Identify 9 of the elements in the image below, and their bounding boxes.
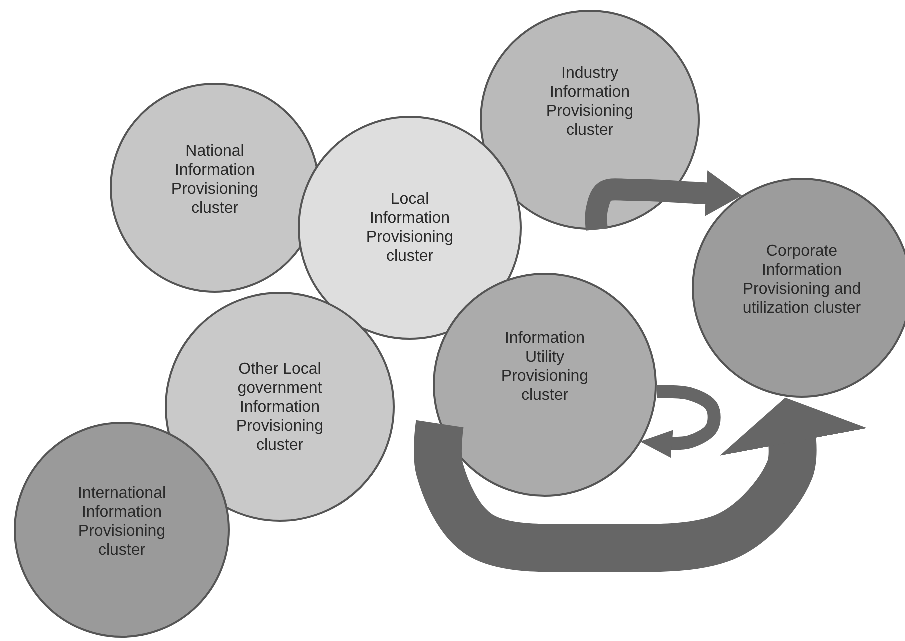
cluster-label: Local Information Provisioning cluster: [365, 190, 455, 266]
curved-block-arrow: [640, 385, 721, 458]
curved-block-arrow: [585, 170, 742, 231]
cluster-label: Other Local government Information Provisioning cluster: [235, 360, 325, 454]
cluster-label: International Information Provisioning cluster: [76, 484, 168, 560]
cluster-label: Information Utility Provisioning cluster: [500, 329, 590, 405]
cluster-label: Industry Information Provisioning cluster: [545, 64, 635, 140]
cluster-label: National Information Provisioning cluster: [170, 142, 260, 218]
cluster-label: Corporate Information Provisioning and utilization cluster: [742, 242, 862, 318]
